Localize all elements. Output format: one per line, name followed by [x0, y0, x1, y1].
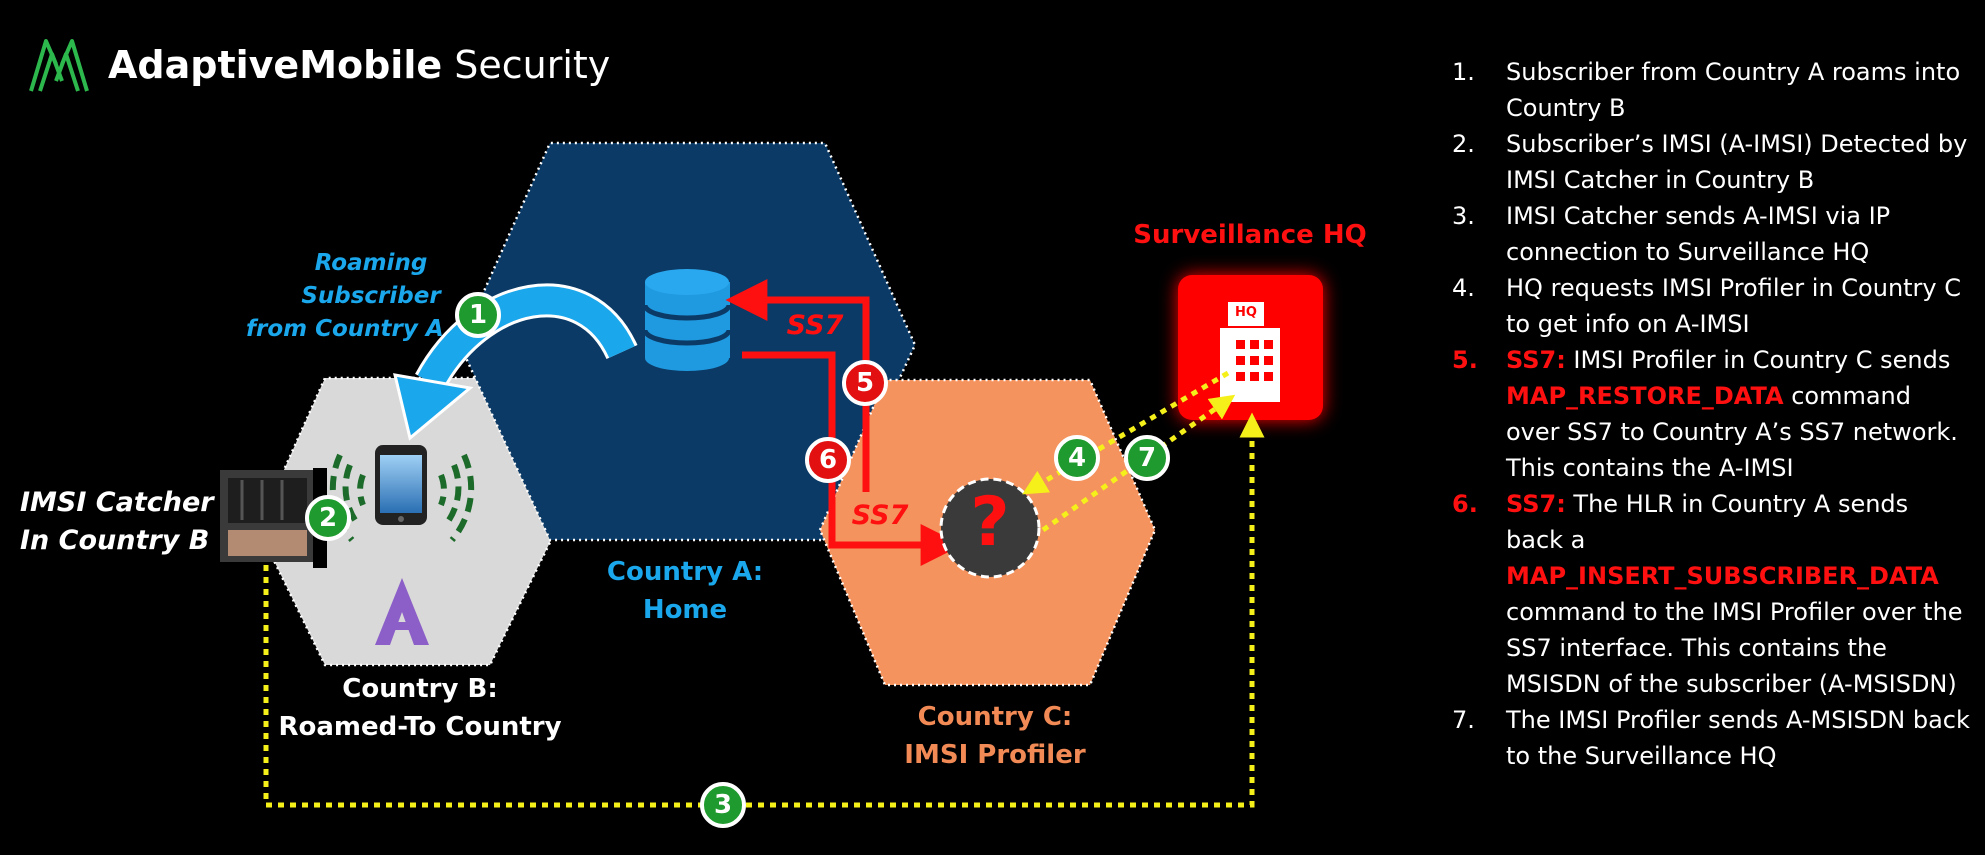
country-c-label-line1: Country C:	[917, 702, 1073, 732]
roaming-arrow	[417, 286, 635, 389]
step-badge-3	[700, 782, 746, 828]
hlr-database-icon	[642, 269, 732, 371]
step-text-part: The HLR in Country A sends back a	[1506, 490, 1909, 554]
step-text-part: Subscriber from Country A roams into Cou…	[1506, 58, 1961, 122]
step-badge-1-number: 1	[468, 300, 488, 330]
step-badge-2	[305, 495, 351, 541]
step-text-part: IMSI Profiler in Country C sends	[1565, 346, 1951, 374]
step-number: 5.	[1452, 346, 1478, 374]
step-item-1: 1. Subscriber from Country A roams into C…	[1452, 54, 1972, 126]
step-item-2: 2. Subscriber’s IMSI (A-IMSI) Detected by…	[1452, 126, 1972, 198]
ss7-path-restore-data	[725, 279, 870, 492]
step-badge-2-number: 2	[318, 503, 338, 533]
step-number: 3.	[1452, 202, 1475, 230]
question-mark-label: ?	[970, 483, 1010, 562]
brand-header: AdaptiveMobile Security	[28, 36, 610, 94]
step-badge-6	[805, 437, 851, 483]
step-text: IMSI Catcher sends A-IMSI via IP connect…	[1506, 198, 1972, 270]
step-item-6: 6. SS7: The HLR in Country A sends back a…	[1452, 486, 1972, 702]
country-b-label-line2: Roamed-To Country	[278, 712, 562, 742]
step-text-highlight: SS7:	[1506, 490, 1566, 518]
ss7-label-upper: SS7	[786, 310, 844, 341]
hq-request-to-profiler-link	[1022, 370, 1230, 495]
country-a-label: Country A: Home	[585, 553, 785, 629]
country-b-label: Country B: Roamed-To Country	[270, 670, 570, 746]
step-number: 7.	[1452, 706, 1475, 734]
step-badge-5-number: 5	[855, 368, 875, 398]
country-c-label-line2: IMSI Profiler	[904, 740, 1086, 770]
surveillance-hq-box	[1178, 275, 1323, 420]
country-b-label-line1: Country B:	[342, 674, 498, 704]
step-text-highlight: MAP_INSERT_SUBSCRIBER_DATA	[1506, 562, 1939, 590]
brand-name: AdaptiveMobile Security	[108, 43, 610, 87]
step-number: 4.	[1452, 274, 1475, 302]
step-text-part: IMSI Catcher sends A-IMSI via IP connect…	[1506, 202, 1891, 266]
brand-name-regular: Security	[454, 43, 611, 87]
imsi-catcher-label: IMSI Catcher In Country B	[20, 484, 220, 560]
step-badge-5	[842, 360, 888, 406]
step-text: The IMSI Profiler sends A-MSISDN back to…	[1506, 702, 1972, 774]
step-number: 1.	[1452, 58, 1475, 86]
step-item-7: 7. The IMSI Profiler sends A-MSISDN back …	[1452, 702, 1972, 774]
step-text: HQ requests IMSI Profiler in Country C t…	[1506, 270, 1972, 342]
country-a-label-line2: Home	[642, 595, 728, 625]
step-badge-1	[455, 292, 501, 338]
step-item-4: 4. HQ requests IMSI Profiler in Country C…	[1452, 270, 1972, 342]
step-item-3: 3. IMSI Catcher sends A-IMSI via IP conne…	[1452, 198, 1972, 270]
adaptivemobile-logo-icon	[29, 39, 89, 92]
imsi-catcher-label-line1: IMSI Catcher	[20, 487, 214, 518]
imsi-catcher-label-line2: In Country B	[20, 525, 210, 556]
step-badge-6-number: 6	[818, 445, 838, 475]
step-badge-4-number: 4	[1067, 443, 1087, 473]
step-text-highlight: SS7:	[1506, 346, 1566, 374]
step-badge-4	[1054, 435, 1100, 481]
step-badge-3-number: 3	[713, 790, 733, 820]
ss7-label-lower: SS7	[851, 500, 909, 531]
brand-name-bold: AdaptiveMobile	[108, 43, 443, 87]
imsi-catcher-device-icon	[220, 468, 327, 568]
ip-link-catcher-to-hq	[263, 412, 1265, 808]
carrier-logo-icon	[375, 578, 429, 645]
country-c-label: Country C: IMSI Profiler	[870, 698, 1120, 774]
step-number: 6.	[1452, 490, 1478, 518]
roaming-subscriber-label: Roaming Subscriber from Country A	[246, 247, 496, 346]
step-text: SS7: The HLR in Country A sends back a M…	[1506, 486, 1972, 702]
step-text: Subscriber’s IMSI (A-IMSI) Detected by I…	[1506, 126, 1972, 198]
steps-list: 1. Subscriber from Country A roams into C…	[1452, 54, 1972, 774]
step-text: Subscriber from Country A roams into Cou…	[1506, 54, 1972, 126]
step-text-part: HQ requests IMSI Profiler in Country C t…	[1506, 274, 1962, 338]
step-text-part: Subscriber’s IMSI (A-IMSI) Detected by I…	[1506, 130, 1968, 194]
hq-badge-label: HQ	[1235, 305, 1257, 320]
step-item-5: 5. SS7: IMSI Profiler in Country C sends …	[1452, 342, 1972, 486]
step-text-part: The IMSI Profiler sends A-MSISDN back to…	[1506, 706, 1970, 770]
roaming-subscriber-label-line2: from Country A	[246, 316, 444, 342]
step-badge-7	[1124, 435, 1170, 481]
step-badge-7-number: 7	[1137, 443, 1157, 473]
hq-building-icon	[1220, 302, 1280, 402]
roaming-subscriber-label-line1: Roaming Subscriber	[301, 250, 441, 309]
step-text: SS7: IMSI Profiler in Country C sends MA…	[1506, 342, 1972, 486]
step-number: 2.	[1452, 130, 1475, 158]
imsi-profiler-icon	[939, 477, 1041, 579]
step-text-part: command to the IMSI Profiler over the SS…	[1506, 598, 1963, 698]
roaming-arrow-head	[393, 373, 474, 441]
step-text-highlight: MAP_RESTORE_DATA	[1506, 382, 1784, 410]
mobile-phone-icon	[375, 445, 427, 525]
surveillance-hq-label: Surveillance HQ	[1133, 220, 1367, 250]
country-a-label-line1: Country A:	[606, 557, 764, 587]
step-text-part: command over SS7 to Country A’s SS7 netw…	[1506, 382, 1958, 482]
